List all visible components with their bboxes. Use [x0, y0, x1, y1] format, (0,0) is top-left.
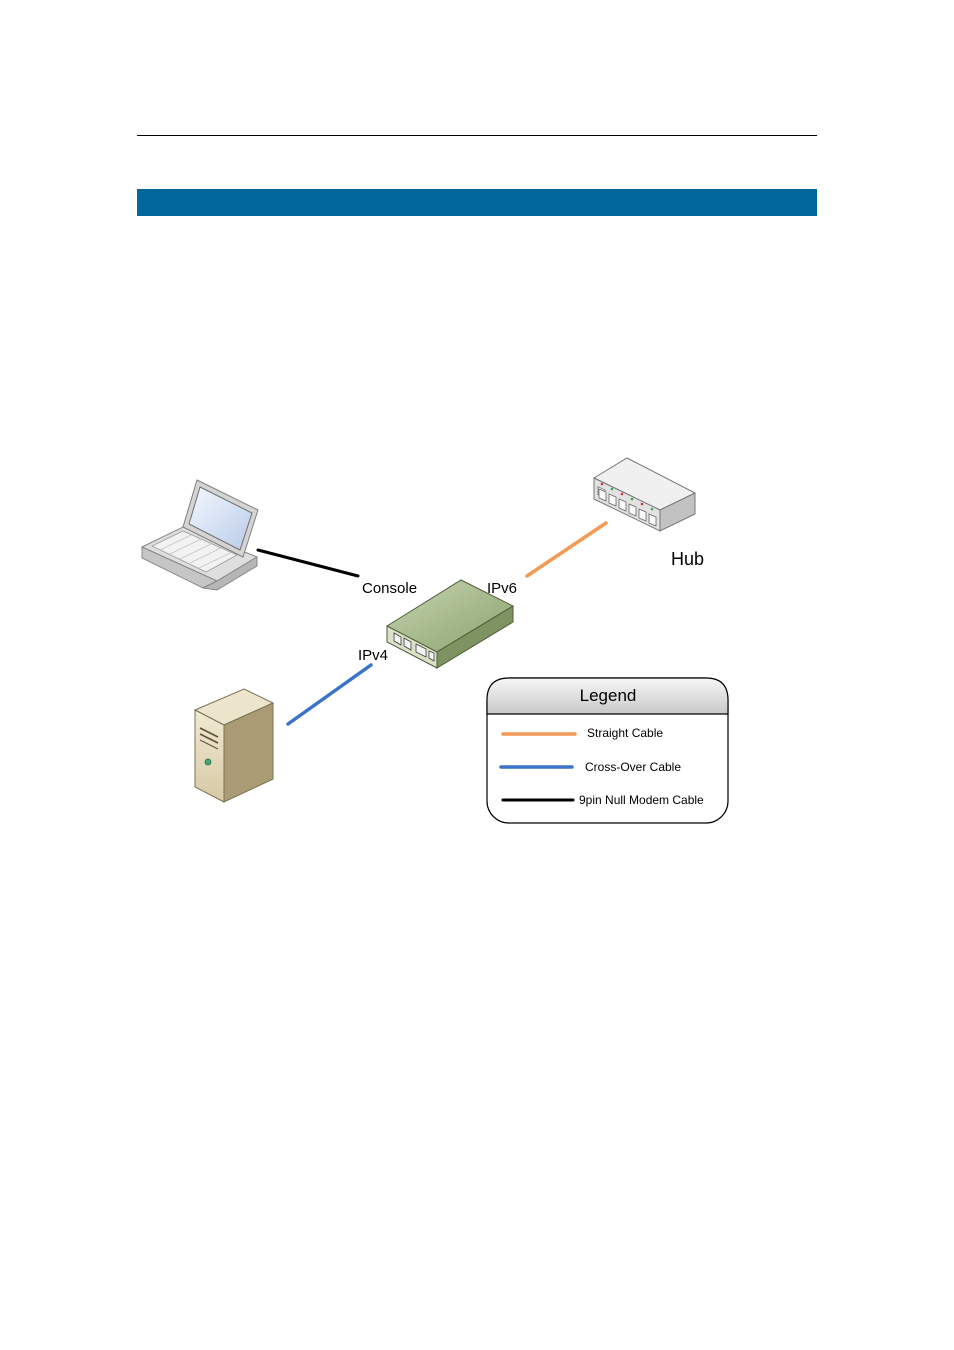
header-rule: [137, 135, 817, 136]
server-icon: [193, 688, 275, 803]
router-icon: [385, 579, 515, 669]
legend-title: Legend: [580, 686, 637, 705]
console-label: Console: [362, 580, 417, 597]
section-banner: [137, 189, 817, 216]
laptop-icon: [140, 479, 259, 591]
legend-box: Legend Straight Cable Cross-Over Cable 9…: [486, 677, 729, 824]
legend-label-crossover: Cross-Over Cable: [585, 760, 681, 774]
null-modem-cable-line: [256, 548, 360, 578]
hub-label: Hub: [671, 549, 704, 569]
crossover-cable-line: [286, 663, 373, 726]
ipv6-label: IPv6: [487, 580, 517, 597]
hub-icon: [592, 457, 697, 532]
straight-cable-line: [525, 521, 608, 578]
legend-label-straight: Straight Cable: [587, 726, 663, 740]
legend-label-null-modem: 9pin Null Modem Cable: [579, 793, 704, 807]
ipv4-label: IPv4: [358, 647, 388, 664]
